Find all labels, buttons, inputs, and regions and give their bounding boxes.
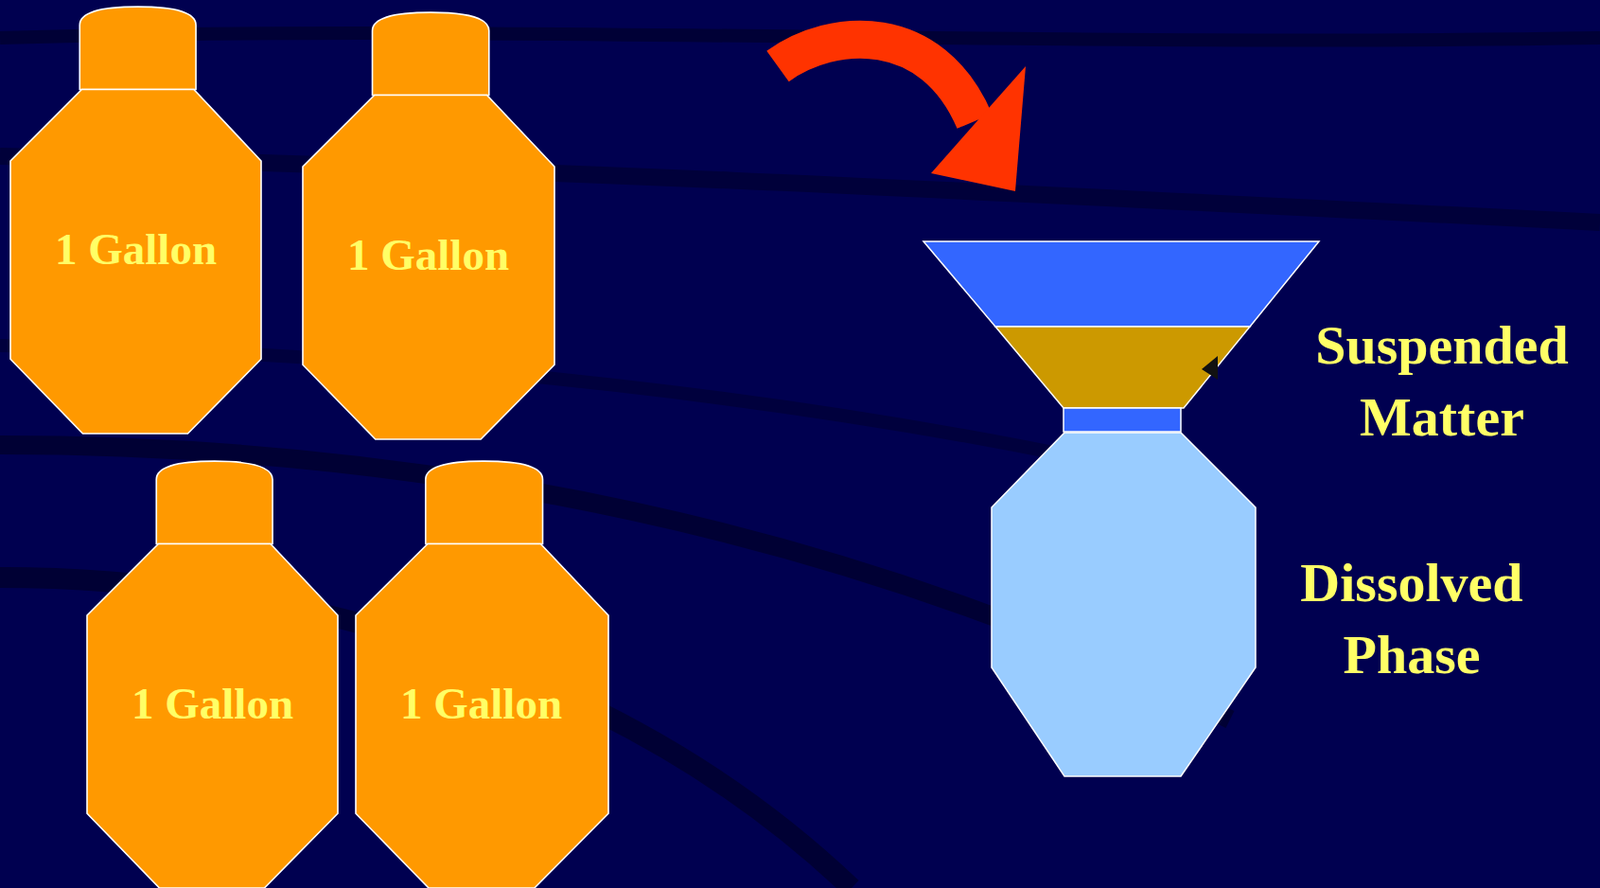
funnel-neck [1063,407,1181,432]
funnel-filter [995,326,1250,408]
filtrate-bottle-outline [991,432,1256,776]
bottle-cap [156,460,273,544]
filter-funnel-outline [923,241,1319,433]
gallon-bottle-outline [10,4,262,434]
arrow-head [931,66,1026,192]
receiver-body [991,432,1256,776]
node-label: Suspended Matter [1300,309,1584,454]
gallon-bottle-outline [355,458,609,888]
gallon-bottle: 1 Gallon [355,458,609,888]
gallon-bottle-outline [87,458,338,888]
pointer-tip [1201,355,1218,380]
node-label: 1 Gallon [87,676,338,730]
node-label: Dissolved Phase [1269,546,1554,691]
bottle-body [302,95,555,440]
gallon-bottle-outline [302,10,555,440]
filter-funnel: Suspended Matter [923,241,1598,440]
curved-arrow [777,39,975,122]
bottle-cap [372,12,490,95]
bottle-cap [79,6,196,89]
gallon-bottle: 1 Gallon [10,4,262,434]
node-label: 1 Gallon [355,676,607,730]
node-label: 1 Gallon [10,222,262,276]
node-label: 1 Gallon [302,228,554,282]
bottle-body [10,89,262,434]
bottle-body [87,544,338,888]
gallon-bottle: 1 Gallon [302,10,555,440]
bottle-body [355,544,609,888]
funnel-water [923,241,1319,327]
bottle-cap [425,460,544,544]
gallon-bottle: 1 Gallon [87,458,338,888]
filtrate-bottle: Dissolved Phase [991,432,1598,776]
